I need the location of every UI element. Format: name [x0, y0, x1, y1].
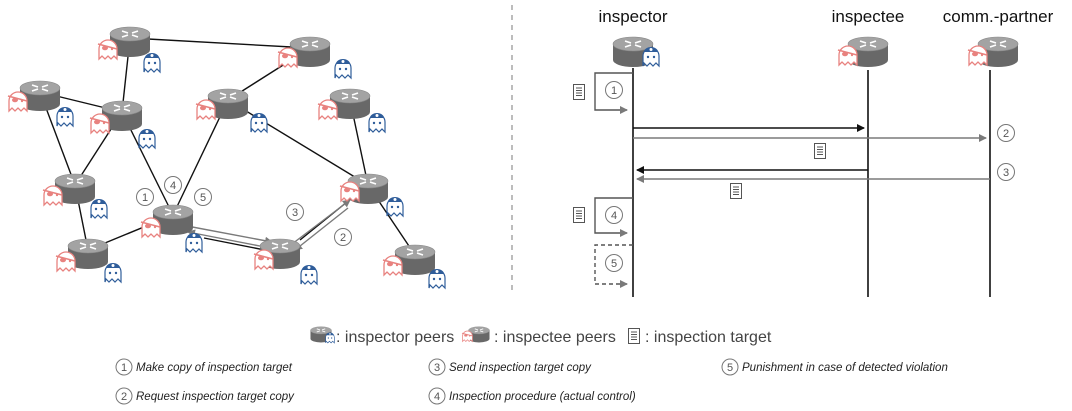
svg-text:Send inspection target copy: Send inspection target copy: [449, 362, 592, 374]
svg-text:2: 2: [121, 391, 127, 403]
step-1-description: 1 Make copy of inspection target: [115, 358, 293, 376]
lifeline-label-inspector: inspector: [599, 7, 668, 26]
svg-text:5: 5: [727, 362, 733, 374]
svg-text:1: 1: [611, 85, 617, 97]
document-icon: [573, 84, 585, 100]
svg-text:4: 4: [170, 180, 176, 192]
svg-text:: inspectee peers: : inspectee peers: [494, 329, 616, 346]
partner-router-icon: [967, 36, 1019, 68]
lifeline-label-partner: comm.-partner: [943, 7, 1054, 26]
router-node: [89, 100, 156, 149]
router-node: [253, 238, 318, 285]
network-step-1: 1: [136, 188, 154, 206]
svg-text:3: 3: [434, 362, 440, 374]
step-2-description: 2 Request inspection target copy: [115, 387, 295, 405]
lifeline-label-inspectee: inspectee: [832, 7, 905, 26]
lifelines: [632, 68, 991, 297]
router-node: [140, 204, 203, 253]
router-node: [339, 173, 404, 217]
svg-text:Make copy of inspection target: Make copy of inspection target: [136, 362, 293, 374]
svg-text:Punishment in case of detected: Punishment in case of detected violation: [742, 362, 948, 374]
inspector-router-icon: [612, 36, 660, 68]
legend-inspection-target: : inspection target: [628, 328, 772, 346]
seq-step-1: 1: [573, 72, 633, 114]
network-graph: 1 4 5 3 2: [7, 26, 446, 289]
router-node: [55, 238, 122, 283]
network-step-3: 3: [286, 203, 304, 221]
inspection-arrows: [186, 199, 351, 255]
svg-text:Request inspection target copy: Request inspection target copy: [136, 391, 295, 403]
svg-text:2: 2: [340, 232, 346, 244]
document-icon: [730, 183, 742, 199]
svg-text:: inspector peers: : inspector peers: [336, 329, 454, 346]
seq-step-4: 4: [573, 197, 633, 237]
step-4-description: 4 Inspection procedure (actual control): [428, 387, 636, 405]
router-node: [382, 244, 446, 289]
router-node: [277, 36, 352, 79]
network-step-4: 4: [164, 176, 182, 194]
svg-text:2: 2: [1003, 128, 1009, 140]
svg-text:4: 4: [434, 391, 440, 403]
document-icon: [814, 143, 826, 159]
seq-step-3: 3: [636, 163, 1015, 199]
router-node: [7, 80, 74, 127]
svg-text:4: 4: [611, 210, 617, 222]
step-3-description: 3 Send inspection target copy: [428, 358, 592, 376]
network-step-2: 2: [334, 228, 352, 246]
legend: : inspector peers : inspectee peers : in…: [310, 326, 772, 346]
svg-text:1: 1: [121, 362, 127, 374]
svg-text:5: 5: [611, 258, 617, 270]
router-node: [195, 88, 268, 133]
svg-text:Inspection procedure (actual c: Inspection procedure (actual control): [449, 391, 636, 403]
router-node: [317, 88, 386, 133]
router-node: [97, 26, 161, 73]
svg-text:1: 1: [142, 192, 148, 204]
router-node: [42, 173, 108, 219]
network-links: [39, 37, 416, 256]
seq-step-5: 5: [594, 244, 633, 288]
legend-inspectee-peers: : inspectee peers: [461, 326, 616, 346]
svg-text:3: 3: [1003, 167, 1009, 179]
network-step-5: 5: [194, 188, 212, 206]
step-descriptions: 1 Make copy of inspection target 2 Reque…: [115, 358, 948, 405]
step-5-description: 5 Punishment in case of detected violati…: [721, 358, 948, 376]
svg-text:3: 3: [292, 207, 298, 219]
inspectee-router-icon: [837, 36, 889, 68]
svg-text:: inspection target: : inspection target: [645, 329, 772, 346]
svg-text:5: 5: [200, 192, 206, 204]
sequence-diagram: inspector inspectee comm.-partner 1: [573, 7, 1054, 297]
document-icon: [573, 207, 585, 223]
legend-inspector-peers: : inspector peers: [310, 326, 454, 346]
seq-step-2: 2: [633, 124, 1015, 159]
